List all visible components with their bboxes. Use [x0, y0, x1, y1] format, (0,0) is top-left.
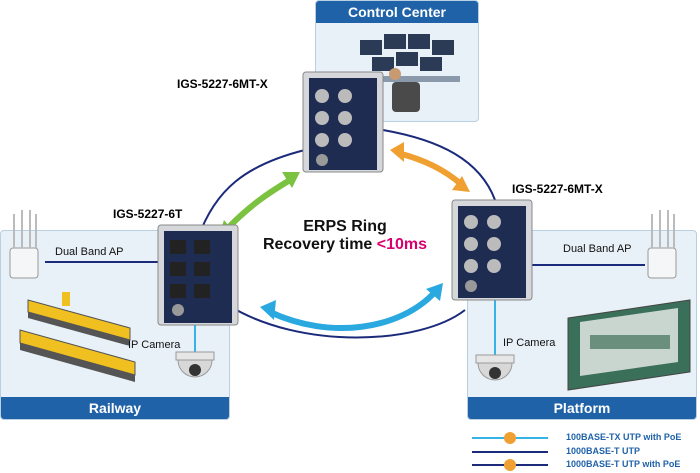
recovery-prefix: Recovery time [262, 236, 377, 253]
legend-text-2: 1000BASE-T UTP [566, 446, 641, 456]
switch-right [451, 199, 533, 301]
legend-poe-3 [504, 459, 516, 471]
railway-illustration [19, 292, 136, 382]
arrow-orange [395, 150, 465, 188]
ip-camera-left-icon [175, 351, 215, 378]
ip-camera-right-icon [475, 354, 515, 381]
arrow-orange-head-b [452, 176, 470, 192]
access-point-left-icon [9, 210, 39, 279]
access-point-right-icon [647, 210, 677, 279]
ring-link-top-right [382, 129, 496, 201]
arrow-orange-head-a [390, 142, 404, 162]
ring-link-bottom [227, 304, 466, 339]
platform-illustration [567, 299, 691, 391]
legend-poe-1 [504, 432, 516, 444]
control-center-illustration [360, 34, 460, 112]
legend-text-1: 100BASE-TX UTP with PoE [566, 432, 682, 442]
ap-label-right: Dual Band AP [563, 243, 632, 255]
ap-label-left: Dual Band AP [55, 246, 124, 258]
camera-label-left: IP Camera [128, 339, 181, 351]
switch-left [157, 224, 239, 326]
legend-text-3: 1000BASE-T UTP with PoE [566, 459, 681, 469]
arrow-blue [267, 289, 438, 331]
arrow-blue-head-a [260, 300, 276, 320]
device-label-top: IGS-5227-6MT-X [177, 77, 268, 91]
ring-title: ERPS Ring Recovery time <10ms [250, 218, 440, 254]
ring-link-top-left [197, 149, 306, 239]
ring-recovery: Recovery time <10ms [250, 236, 440, 254]
switch-top [302, 71, 384, 173]
arrow-green-head-a [282, 172, 300, 188]
ring-name: ERPS Ring [303, 218, 387, 235]
device-label-left: IGS-5227-6T [113, 207, 183, 221]
camera-label-right: IP Camera [503, 337, 556, 349]
platform-title: Platform [468, 397, 696, 419]
arrow-green [225, 177, 293, 231]
railway-title: Railway [1, 397, 229, 419]
arrow-blue-head-b [426, 283, 443, 301]
recovery-value: <10ms [376, 236, 428, 253]
device-label-right: IGS-5227-6MT-X [512, 182, 603, 196]
control-center-title: Control Center [316, 1, 478, 23]
